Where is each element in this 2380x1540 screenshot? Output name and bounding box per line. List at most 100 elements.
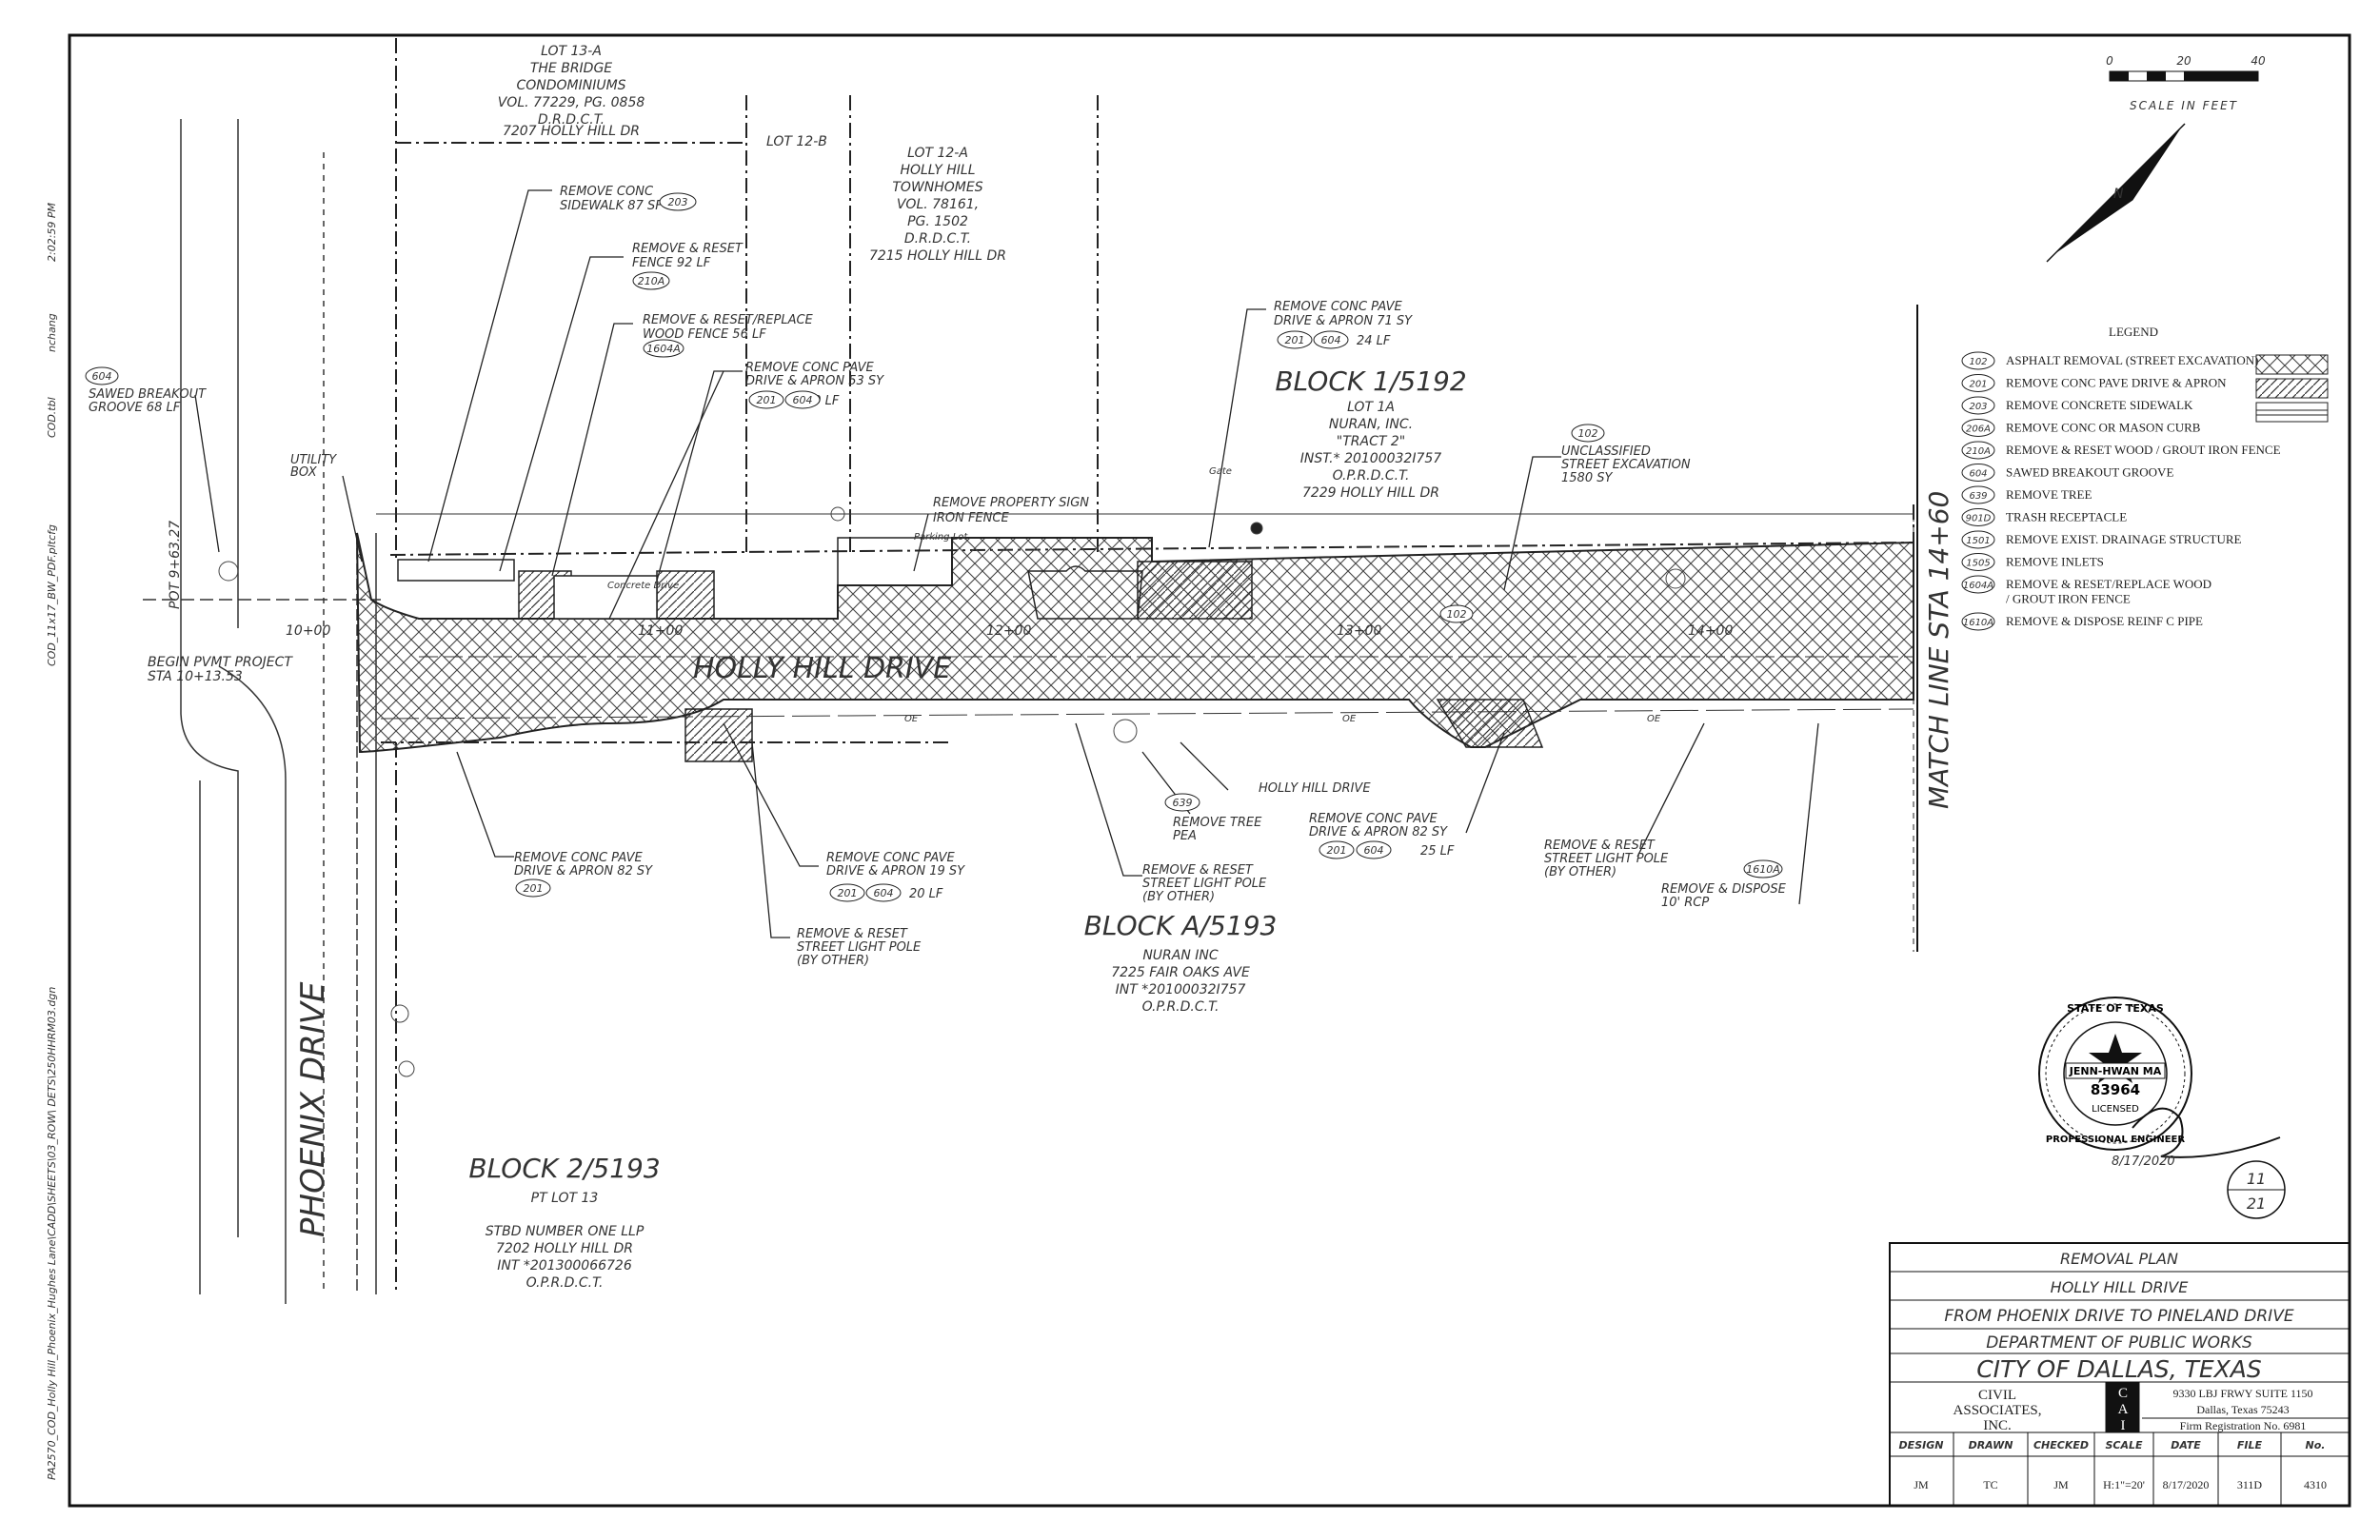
block-2-label: BLOCK 2/5193 PT LOT 13 STBD NUMBER ONE L… [468, 1153, 660, 1291]
svg-text:LICENSED: LICENSED [2092, 1104, 2139, 1115]
svg-text:LEGEND: LEGEND [2109, 325, 2158, 339]
legend-code: 203 [1969, 402, 1987, 412]
svg-text:604: 604 [793, 394, 813, 406]
svg-text:DRIVE & APRON 19 SY: DRIVE & APRON 19 SY [826, 864, 965, 879]
legend-text: REMOVE INLETS [2006, 555, 2104, 569]
svg-text:BLOCK 2/5193: BLOCK 2/5193 [468, 1153, 660, 1184]
svg-text:UNCLASSIFIED: UNCLASSIFIED [1561, 444, 1651, 459]
title-block-header: No. [2306, 1439, 2326, 1451]
legend-text: REMOVE EXIST. DRAINAGE STRUCTURE [2006, 532, 2242, 546]
svg-text:WOOD FENCE 56 LF: WOOD FENCE 56 LF [643, 327, 766, 342]
svg-text:10' RCP: 10' RCP [1661, 896, 1709, 910]
svg-text:REMOVE & RESET: REMOVE & RESET [1544, 839, 1656, 853]
svg-text:N: N [2113, 187, 2124, 202]
svg-text:INC.: INC. [1983, 1418, 2012, 1433]
svg-text:IRON FENCE: IRON FENCE [933, 511, 1009, 525]
north-arrow-icon: N [2046, 123, 2186, 263]
svg-text:PG. 1502: PG. 1502 [907, 214, 968, 229]
svg-text:20 LF: 20 LF [909, 887, 943, 901]
title-block-value: 311D [2237, 1478, 2263, 1491]
title-block-header: SCALE [2105, 1439, 2143, 1451]
svg-text:D.R.D.C.T.: D.R.D.C.T. [904, 231, 971, 247]
svg-text:Concrete Drive: Concrete Drive [607, 581, 679, 591]
svg-text:201: 201 [1327, 844, 1347, 857]
legend-text: REMOVE & RESET/REPLACE WOOD [2006, 577, 2211, 591]
svg-text:STREET EXCAVATION: STREET EXCAVATION [1561, 458, 1691, 472]
svg-text:(BY OTHER): (BY OTHER) [1142, 890, 1215, 904]
title-block-header: FILE [2237, 1439, 2263, 1451]
bid-item-tags: 203 210A 1604A 201 604 604 201 604 102 1… [85, 192, 1783, 902]
svg-text:REMOVAL PLAN: REMOVAL PLAN [2060, 1250, 2178, 1268]
title-block-header: CHECKED [2033, 1439, 2089, 1451]
legend-text: / GROUT IRON FENCE [2006, 592, 2131, 606]
legend-code: 201 [1969, 380, 1987, 390]
station-10: 10+00 [286, 623, 330, 639]
svg-text:OE: OE [1647, 714, 1661, 724]
svg-text:25 LF: 25 LF [1420, 844, 1455, 859]
title-block-header: DESIGN [1899, 1439, 1944, 1451]
margin-user: nchang [46, 313, 58, 352]
svg-text:HOLLY HILL: HOLLY HILL [900, 163, 975, 178]
legend-code: 604 [1969, 469, 1987, 480]
svg-text:SAWED BREAKOUT: SAWED BREAKOUT [89, 387, 207, 402]
svg-text:DEPARTMENT OF PUBLIC WORKS: DEPARTMENT OF PUBLIC WORKS [1986, 1333, 2252, 1352]
svg-text:BLOCK A/5193: BLOCK A/5193 [1084, 910, 1278, 941]
svg-text:210A: 210A [638, 275, 665, 287]
svg-text:(BY OTHER): (BY OTHER) [797, 954, 869, 968]
svg-text:NURAN INC: NURAN INC [1142, 948, 1219, 963]
callouts [194, 189, 1819, 938]
title-block-value: TC [1983, 1478, 1997, 1491]
phoenix-drive-edges [143, 119, 381, 1304]
tree-symbols [218, 506, 1686, 1077]
svg-text:7202 HOLLY HILL DR: 7202 HOLLY HILL DR [496, 1241, 633, 1256]
svg-text:BLOCK 1/5192: BLOCK 1/5192 [1275, 365, 1466, 397]
svg-text:CIVIL: CIVIL [1978, 1388, 2016, 1403]
svg-text:REMOVE CONC PAVE: REMOVE CONC PAVE [1309, 812, 1438, 826]
svg-text:Parking Lot: Parking Lot [914, 532, 968, 543]
svg-text:1580 SY: 1580 SY [1561, 471, 1613, 485]
legend-code: 1604A [1963, 581, 1993, 591]
svg-text:REMOVE CONC PAVE: REMOVE CONC PAVE [514, 851, 644, 865]
lane-lines [376, 513, 1914, 720]
legend-item: / GROUT IRON FENCE [2006, 592, 2131, 606]
svg-text:HOLLY HILL DRIVE: HOLLY HILL DRIVE [1259, 781, 1371, 796]
lot-12b-label: LOT 12-B [766, 134, 827, 149]
svg-text:C: C [2118, 1386, 2128, 1401]
station-11: 11+00 [638, 623, 683, 639]
svg-text:CITY OF DALLAS, TEXAS: CITY OF DALLAS, TEXAS [1976, 1355, 2262, 1383]
svg-text:OE: OE [904, 714, 919, 724]
svg-text:11: 11 [2247, 1170, 2266, 1188]
svg-text:639: 639 [1173, 797, 1193, 809]
svg-text:VOL. 78161,: VOL. 78161, [897, 197, 979, 212]
match-line-label: MATCH LINE STA 14+60 [1923, 491, 1954, 809]
property-lines [381, 38, 1914, 1294]
sheet-number: 11 21 [2227, 1160, 2286, 1219]
block-1-label: BLOCK 1/5192 LOT 1A NURAN, INC. "TRACT 2… [1275, 365, 1466, 501]
svg-text:SCALE IN FEET: SCALE IN FEET [2130, 99, 2238, 112]
svg-text:TOWNHOMES: TOWNHOMES [892, 180, 982, 195]
margin-table-file: COD.tbl [46, 397, 58, 438]
svg-text:THE BRIDGE: THE BRIDGE [530, 61, 612, 76]
holly-hill-drive-label: HOLLY HILL DRIVE [693, 652, 951, 685]
legend-text: TRASH RECEPTACLE [2006, 510, 2127, 524]
scale-bar: 0 20 40 SCALE IN FEET [2106, 54, 2266, 112]
svg-text:REMOVE CONC: REMOVE CONC [560, 185, 654, 199]
svg-text:REMOVE PROPERTY SIGN: REMOVE PROPERTY SIGN [933, 496, 1089, 510]
svg-text:83964: 83964 [2091, 1081, 2140, 1098]
svg-text:REMOVE TREE: REMOVE TREE [1173, 816, 1262, 830]
svg-text:O.P.R.D.C.T.: O.P.R.D.C.T. [1142, 999, 1220, 1015]
legend-text: REMOVE & RESET WOOD / GROUT IRON FENCE [2006, 443, 2281, 457]
svg-text:Firm Registration No. 6981: Firm Registration No. 6981 [2180, 1419, 2307, 1432]
title-block-text: REMOVAL PLAN HOLLY HILL DRIVE FROM PHOEN… [1944, 1250, 2312, 1433]
svg-text:FROM PHOENIX DRIVE TO PINELAND: FROM PHOENIX DRIVE TO PINELAND DRIVE [1944, 1307, 2293, 1326]
svg-text:102: 102 [1578, 427, 1598, 440]
svg-text:203: 203 [668, 196, 688, 208]
svg-text:JENN-HWAN MA: JENN-HWAN MA [2069, 1065, 2162, 1077]
svg-text:STREET LIGHT POLE: STREET LIGHT POLE [797, 940, 922, 955]
lot-12a-label: LOT 12-A HOLLY HILL TOWNHOMES VOL. 78161… [869, 146, 1006, 264]
